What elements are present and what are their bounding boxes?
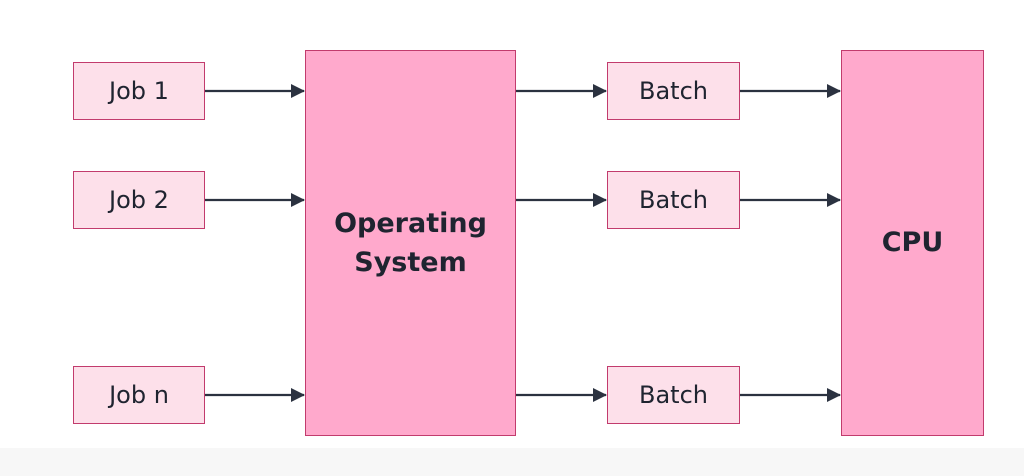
operating-system-label: Operating System	[334, 204, 487, 282]
operating-system-label-line-2: System	[354, 247, 467, 278]
cpu-label: CPU	[881, 227, 944, 259]
operating-system-label-line-1: Operating	[334, 207, 487, 239]
batch-1-label: Batch	[639, 77, 708, 105]
operating-system-box: Operating System	[305, 50, 516, 436]
job-2-box: Job 2	[73, 171, 205, 229]
job-1-label: Job 1	[109, 77, 169, 105]
batch-2-label: Batch	[639, 186, 708, 214]
batch-box-3: Batch	[607, 366, 740, 424]
job-n-box: Job n	[73, 366, 205, 424]
batch-3-label: Batch	[639, 381, 708, 409]
batch-box-1: Batch	[607, 62, 740, 120]
job-n-label: Job n	[109, 381, 169, 409]
batch-box-2: Batch	[607, 171, 740, 229]
cpu-box: CPU	[841, 50, 984, 436]
background-strip	[0, 448, 1024, 476]
job-2-label: Job 2	[109, 186, 169, 214]
job-1-box: Job 1	[73, 62, 205, 120]
